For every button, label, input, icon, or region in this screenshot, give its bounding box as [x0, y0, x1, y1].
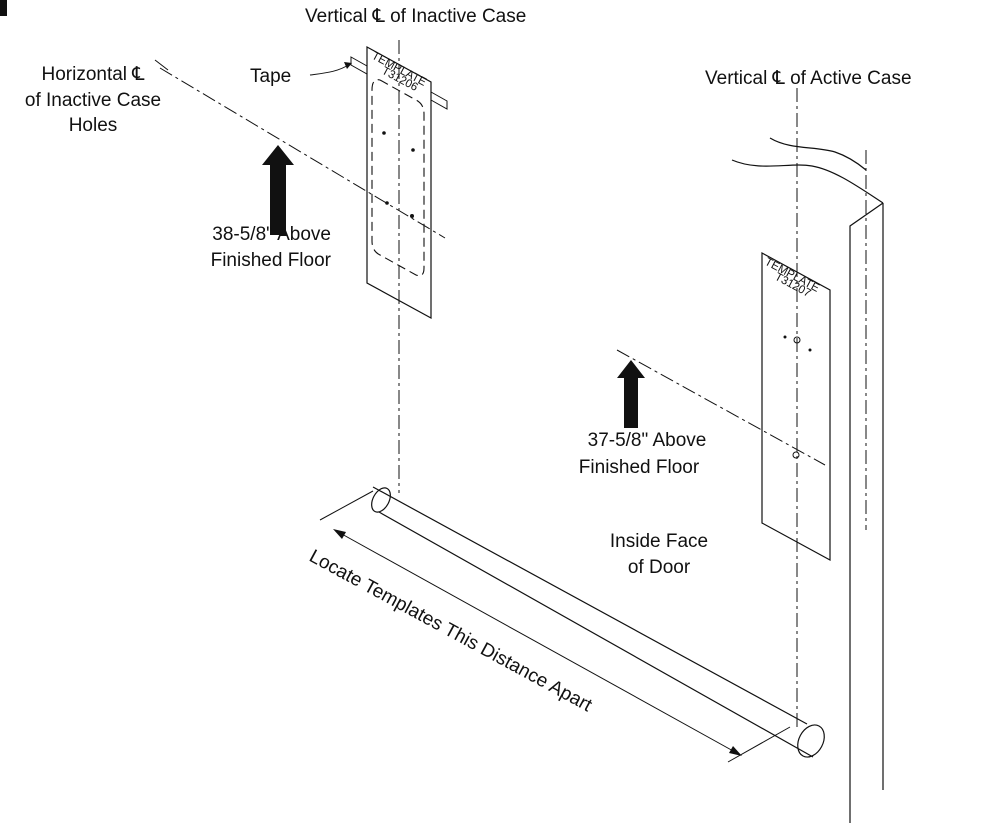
label-tape: Tape — [250, 66, 291, 87]
push-bar-top-edge — [372, 486, 808, 725]
horizontal-active-centerline — [616, 349, 826, 466]
push-bar-left-end — [371, 487, 391, 513]
template-inactive-hole — [382, 131, 386, 135]
template-inactive-sheet — [366, 45, 432, 320]
template-active-sheet — [761, 251, 831, 562]
tape-right — [430, 91, 448, 110]
tape-leader — [309, 63, 351, 76]
height-arrow-active — [617, 360, 645, 428]
tape-left — [350, 56, 368, 75]
label-horizontal-line1: Horizontal ℄ — [41, 64, 145, 85]
label-vertical-active: Vertical ℄ of Active Case — [705, 68, 912, 89]
door-front-edge — [849, 202, 884, 823]
door-top-edge-back — [769, 137, 867, 171]
template-active-hole — [793, 336, 801, 344]
push-bar-right-end — [797, 724, 825, 758]
label-distance-note: Locate Templates This Distance Apart — [306, 546, 596, 717]
distance-arrowhead-left — [333, 529, 346, 539]
push-bar — [371, 486, 825, 758]
label-vertical-inactive: Vertical ℄ of Inactive Case — [305, 6, 526, 27]
distance-arrowhead-right — [729, 746, 742, 756]
distance-extension-left — [319, 490, 374, 521]
door-top-edge-front — [731, 159, 884, 204]
distance-extension-right — [727, 726, 791, 763]
label-inside-face-line2: of Door — [628, 557, 691, 578]
template-inactive-hole — [411, 148, 415, 152]
corner-marker — [0, 0, 7, 16]
template-active-hole — [792, 451, 800, 459]
tape-leader-arrowhead — [344, 62, 352, 69]
horizontal-inactive-centerline — [159, 67, 446, 239]
template-active: TEMPLATE T31207 — [761, 251, 831, 562]
label-inactive-height-line1: 38-5/8" Above — [212, 224, 331, 245]
distance-dimension-line — [339, 532, 736, 753]
height-arrow-inactive — [262, 145, 294, 235]
template-active-hole — [783, 335, 787, 339]
label-active-height-line2: Finished Floor — [579, 457, 700, 478]
label-horizontal-line3: Holes — [69, 115, 118, 136]
template-inactive-hole — [385, 201, 389, 205]
distance-dimension — [319, 490, 791, 763]
push-bar-bottom-edge — [378, 511, 814, 758]
label-horizontal-line2: of Inactive Case — [25, 90, 161, 111]
horizontal-label-leader — [154, 59, 169, 71]
label-inactive-height-line2: Finished Floor — [211, 250, 332, 271]
template-inactive-case-outline — [371, 79, 425, 277]
template-inactive-hole — [410, 214, 414, 218]
door — [731, 137, 884, 823]
label-inside-face-line1: Inside Face — [610, 531, 708, 552]
label-active-height-line1: 37-5/8" Above — [588, 430, 707, 451]
template-active-hole — [808, 348, 812, 352]
